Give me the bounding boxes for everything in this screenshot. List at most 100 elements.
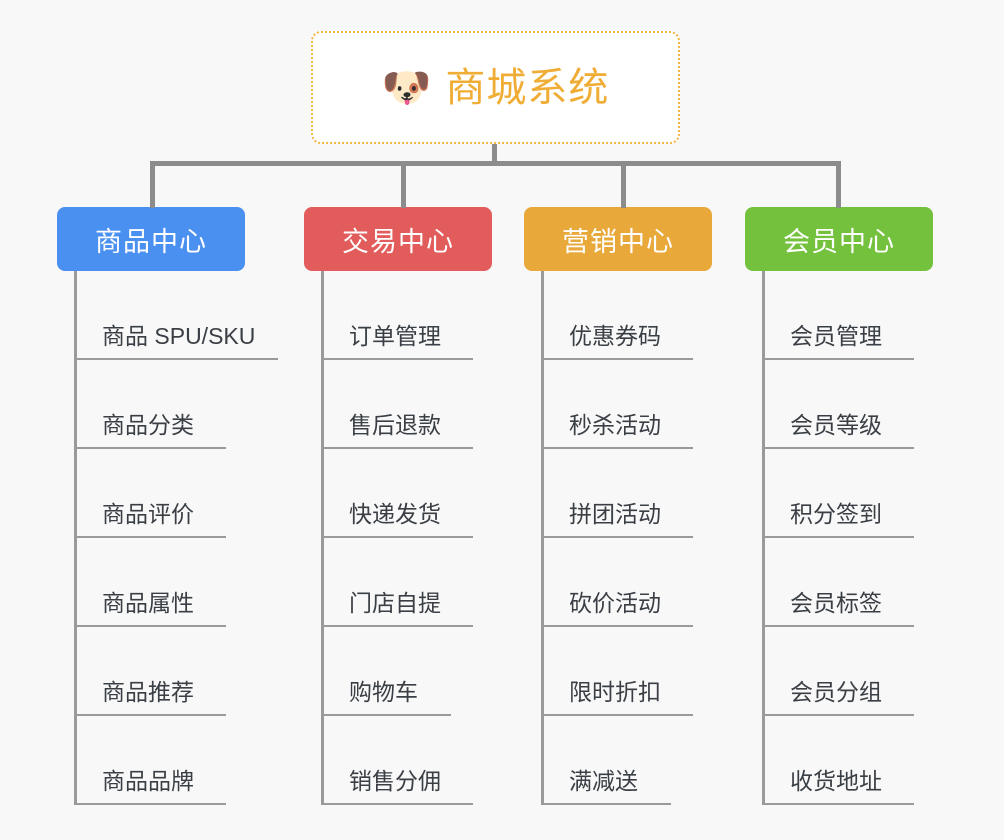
leaf-item[interactable]: 砍价活动	[541, 538, 712, 627]
leaf-label: 商品品牌	[102, 768, 194, 794]
leaf-item[interactable]: 会员等级	[762, 360, 933, 449]
leaf-label: 收货地址	[790, 768, 882, 794]
leaf-label: 秒杀活动	[569, 412, 661, 438]
leaf-item[interactable]: 购物车	[321, 627, 492, 716]
leaf-underline	[541, 536, 693, 538]
branch-column-1: 商品中心商品 SPU/SKU 商品分类商品评价商品属性商品推荐商品品牌	[57, 207, 278, 805]
leaf-item[interactable]: 积分签到	[762, 449, 933, 538]
category-box-4[interactable]: 会员中心	[745, 207, 933, 271]
leaf-underline	[762, 358, 914, 360]
leaf-list-2: 订单管理售后退款快递发货门店自提购物车销售分佣	[321, 271, 492, 805]
leaf-list-3: 优惠券码秒杀活动拼团活动砍价活动限时折扣满减送	[541, 271, 712, 805]
leaf-item[interactable]: 销售分佣	[321, 716, 492, 805]
branch-column-2: 交易中心订单管理售后退款快递发货门店自提购物车销售分佣	[304, 207, 492, 805]
leaf-label: 积分签到	[790, 501, 882, 527]
leaf-item[interactable]: 秒杀活动	[541, 360, 712, 449]
leaf-underline	[762, 803, 914, 805]
leaf-list-4: 会员管理会员等级积分签到会员标签会员分组收货地址	[762, 271, 933, 805]
leaf-label: 商品评价	[102, 501, 194, 527]
leaf-underline	[762, 536, 914, 538]
category-label: 营销中心	[562, 226, 674, 257]
leaf-label: 满减送	[569, 768, 638, 794]
branch-column-3: 营销中心优惠券码秒杀活动拼团活动砍价活动限时折扣满减送	[524, 207, 712, 805]
leaf-label: 商品属性	[102, 590, 194, 616]
leaf-item[interactable]: 订单管理	[321, 271, 492, 360]
connector-root-vertical	[492, 144, 497, 166]
leaf-label: 会员管理	[790, 323, 882, 349]
leaf-item[interactable]: 商品推荐	[74, 627, 245, 716]
branch-spine-3	[541, 271, 544, 805]
leaf-item[interactable]: 会员标签	[762, 538, 933, 627]
leaf-underline	[74, 803, 226, 805]
leaf-underline	[541, 358, 693, 360]
leaf-list-1: 商品 SPU/SKU 商品分类商品评价商品属性商品推荐商品品牌	[74, 271, 278, 805]
leaf-label: 快递发货	[349, 501, 441, 527]
dog-face-icon: 🐶	[381, 65, 432, 110]
leaf-label: 砍价活动	[569, 590, 661, 616]
leaf-item[interactable]: 商品分类	[74, 360, 245, 449]
leaf-underline	[541, 447, 693, 449]
category-box-1[interactable]: 商品中心	[57, 207, 245, 271]
leaf-label: 商品推荐	[102, 679, 194, 705]
leaf-label: 销售分佣	[349, 768, 441, 794]
branch-spine-1	[74, 271, 77, 805]
connector-branch-vertical-2	[401, 161, 406, 208]
leaf-underline	[762, 714, 914, 716]
leaf-label: 门店自提	[349, 590, 441, 616]
leaf-item[interactable]: 商品属性	[74, 538, 245, 627]
leaf-item[interactable]: 会员管理	[762, 271, 933, 360]
category-box-2[interactable]: 交易中心	[304, 207, 492, 271]
leaf-item[interactable]: 售后退款	[321, 360, 492, 449]
leaf-underline	[321, 625, 473, 627]
leaf-underline	[762, 447, 914, 449]
leaf-item[interactable]: 拼团活动	[541, 449, 712, 538]
leaf-label: 会员分组	[790, 679, 882, 705]
leaf-item[interactable]: 收货地址	[762, 716, 933, 805]
leaf-label: 限时折扣	[569, 679, 661, 705]
leaf-item[interactable]: 商品品牌	[74, 716, 245, 805]
leaf-underline	[762, 625, 914, 627]
leaf-underline	[74, 625, 226, 627]
leaf-underline	[74, 536, 226, 538]
leaf-item[interactable]: 门店自提	[321, 538, 492, 627]
connector-branch-vertical-3	[621, 161, 626, 208]
leaf-item[interactable]: 快递发货	[321, 449, 492, 538]
leaf-label: 会员等级	[790, 412, 882, 438]
category-label: 商品中心	[95, 226, 207, 257]
leaf-underline	[74, 714, 226, 716]
leaf-label: 购物车	[349, 679, 418, 705]
leaf-underline	[321, 447, 473, 449]
leaf-underline	[541, 803, 671, 805]
leaf-underline	[74, 358, 278, 360]
category-label: 会员中心	[783, 226, 895, 257]
leaf-label: 订单管理	[349, 323, 441, 349]
connector-horizontal-bus	[150, 161, 840, 166]
leaf-item[interactable]: 限时折扣	[541, 627, 712, 716]
leaf-item[interactable]: 优惠券码	[541, 271, 712, 360]
root-node[interactable]: 🐶 商城系统	[311, 31, 680, 144]
leaf-label: 优惠券码	[569, 323, 661, 349]
leaf-underline	[541, 625, 693, 627]
branch-spine-2	[321, 271, 324, 805]
category-label: 交易中心	[342, 226, 454, 257]
leaf-underline	[541, 714, 693, 716]
branch-column-4: 会员中心会员管理会员等级积分签到会员标签会员分组收货地址	[745, 207, 933, 805]
leaf-underline	[321, 803, 473, 805]
leaf-item[interactable]: 商品 SPU/SKU	[74, 271, 278, 360]
leaf-label: 售后退款	[349, 412, 441, 438]
leaf-underline	[74, 447, 226, 449]
leaf-item[interactable]: 满减送	[541, 716, 712, 805]
root-node-title: 商城系统	[445, 65, 610, 110]
connector-branch-vertical-1	[150, 161, 155, 208]
leaf-underline	[321, 714, 451, 716]
leaf-label: 会员标签	[790, 590, 882, 616]
leaf-item[interactable]: 商品评价	[74, 449, 245, 538]
leaf-label: 拼团活动	[569, 501, 661, 527]
leaf-label: 商品 SPU/SKU	[102, 323, 256, 349]
category-box-3[interactable]: 营销中心	[524, 207, 712, 271]
leaf-label: 商品分类	[102, 412, 194, 438]
branch-spine-4	[762, 271, 765, 805]
leaf-item[interactable]: 会员分组	[762, 627, 933, 716]
leaf-underline	[321, 358, 473, 360]
